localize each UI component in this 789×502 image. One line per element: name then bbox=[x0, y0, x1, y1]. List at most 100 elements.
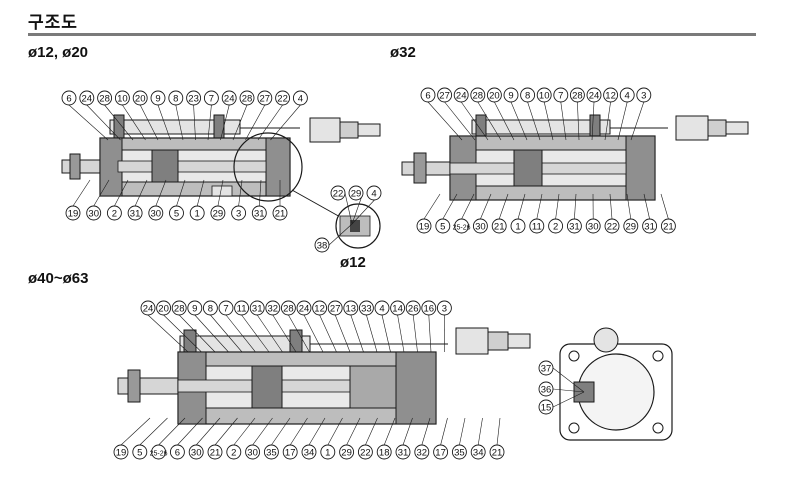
cylinder-b-piston bbox=[513, 149, 543, 187]
callout-bubble: 10 bbox=[536, 87, 552, 103]
callout-number: 21 bbox=[492, 448, 503, 459]
callout-circle bbox=[296, 300, 312, 316]
callout-number: 4 bbox=[371, 189, 376, 200]
callout-leader bbox=[122, 104, 146, 141]
callout-circle bbox=[585, 218, 601, 234]
cylinder-c-cushion bbox=[349, 365, 397, 409]
callout-bubble: 29 bbox=[348, 185, 364, 201]
callout-bubble: 17 bbox=[433, 444, 449, 460]
callout-number: 5 bbox=[174, 209, 179, 220]
callout-number: 17 bbox=[435, 448, 446, 459]
callout-number: 22 bbox=[360, 448, 371, 459]
callout-circle bbox=[603, 87, 619, 103]
callout-bubble: 1 bbox=[189, 205, 205, 221]
callout-circle bbox=[218, 300, 234, 316]
callout-bubble: 19 bbox=[113, 444, 129, 460]
callout-leader bbox=[334, 314, 351, 353]
callout-bubble: 22 bbox=[330, 185, 346, 201]
cylinder-a-magnet bbox=[211, 185, 233, 197]
callout-number: 25-26 bbox=[150, 451, 168, 458]
callout-number: 21 bbox=[494, 222, 505, 233]
callout-leader bbox=[383, 417, 396, 446]
cylinder-a-fitting-tip bbox=[357, 123, 381, 137]
callout-leader bbox=[225, 314, 256, 353]
cylinder-a-piston bbox=[151, 149, 179, 183]
callout-bubble: 31 bbox=[249, 300, 265, 316]
callout-leader bbox=[560, 101, 567, 141]
callout-leader bbox=[93, 179, 110, 207]
callout-number: 21 bbox=[210, 448, 221, 459]
cylinder-c-piston bbox=[251, 365, 283, 409]
callout-circle bbox=[433, 444, 449, 460]
callout-bubble: 31 bbox=[127, 205, 143, 221]
cylinder-a-head-cover bbox=[265, 137, 291, 197]
callout-number: 33 bbox=[361, 304, 372, 315]
cylinder-b-head-cover bbox=[625, 135, 656, 201]
callout-bubble: 1 bbox=[510, 218, 526, 234]
cylinder-b-switch-rail bbox=[471, 119, 611, 135]
callout-circle bbox=[454, 218, 470, 234]
callout-leader bbox=[477, 417, 483, 446]
callout-circle bbox=[114, 90, 130, 106]
callout-number: 1 bbox=[325, 448, 330, 459]
detail-label-a: ø12 bbox=[340, 254, 366, 271]
callout-leader bbox=[440, 417, 448, 446]
callout-number: 4 bbox=[625, 91, 630, 102]
callout-circle bbox=[282, 444, 298, 460]
callout-circle bbox=[395, 444, 411, 460]
callout-bubble: 25-26 bbox=[150, 444, 168, 460]
callout-circle bbox=[171, 300, 187, 316]
cylinder-c-fitting-nut bbox=[487, 331, 509, 351]
callout-circle bbox=[343, 300, 359, 316]
callout-number: 27 bbox=[260, 94, 271, 105]
callout-bubble: 30 bbox=[245, 444, 261, 460]
callout-number: 11 bbox=[237, 304, 247, 315]
callout-leader bbox=[270, 104, 301, 141]
callout-number: 6 bbox=[66, 94, 71, 105]
callout-bubble: 22 bbox=[604, 218, 620, 234]
callout-leader bbox=[366, 314, 378, 353]
callout-circle bbox=[327, 300, 343, 316]
callout-leader bbox=[194, 314, 229, 353]
callout-number: 36 bbox=[541, 385, 552, 396]
callout-bubble: 9 bbox=[150, 90, 166, 106]
callout-number: 31 bbox=[130, 209, 141, 220]
callout-number: 7 bbox=[223, 304, 228, 315]
callout-leader bbox=[344, 192, 353, 225]
callout-number: 30 bbox=[151, 209, 162, 220]
callout-circle bbox=[127, 205, 143, 221]
callout-circle bbox=[405, 300, 421, 316]
callout-number: 12 bbox=[605, 91, 616, 102]
callout-leader bbox=[214, 417, 238, 446]
callout-circle bbox=[231, 205, 247, 221]
callout-leader bbox=[350, 314, 364, 353]
callout-leader bbox=[574, 193, 577, 220]
callout-bubble: 29 bbox=[339, 444, 355, 460]
callout-number: 19 bbox=[419, 222, 430, 233]
callout-number: 11 bbox=[532, 222, 542, 233]
callout-number: 31 bbox=[398, 448, 409, 459]
callout-circle bbox=[86, 205, 102, 221]
callout-circle bbox=[113, 444, 129, 460]
callout-leader bbox=[232, 104, 248, 141]
callout-number: 19 bbox=[68, 209, 79, 220]
callout-circle bbox=[604, 218, 620, 234]
callout-bubble: 9 bbox=[187, 300, 203, 316]
callout-bubble: 24 bbox=[296, 300, 312, 316]
callout-circle bbox=[320, 444, 336, 460]
callout-circle bbox=[538, 360, 554, 376]
cylinder-b-fitting-body bbox=[675, 115, 709, 141]
callout-circle bbox=[257, 90, 273, 106]
callout-circle bbox=[486, 87, 502, 103]
callout-leader bbox=[158, 417, 186, 446]
callout-number: 25-26 bbox=[453, 225, 471, 232]
callout-leader bbox=[421, 417, 431, 446]
callout-leader bbox=[271, 417, 291, 446]
callout-circle bbox=[453, 87, 469, 103]
callout-leader bbox=[195, 417, 221, 446]
callout-circle bbox=[435, 218, 451, 234]
callout-number: 30 bbox=[588, 222, 599, 233]
section-label-b: ø32 bbox=[390, 44, 416, 61]
callout-circle bbox=[168, 90, 184, 106]
callout-bubble: 34 bbox=[470, 444, 486, 460]
